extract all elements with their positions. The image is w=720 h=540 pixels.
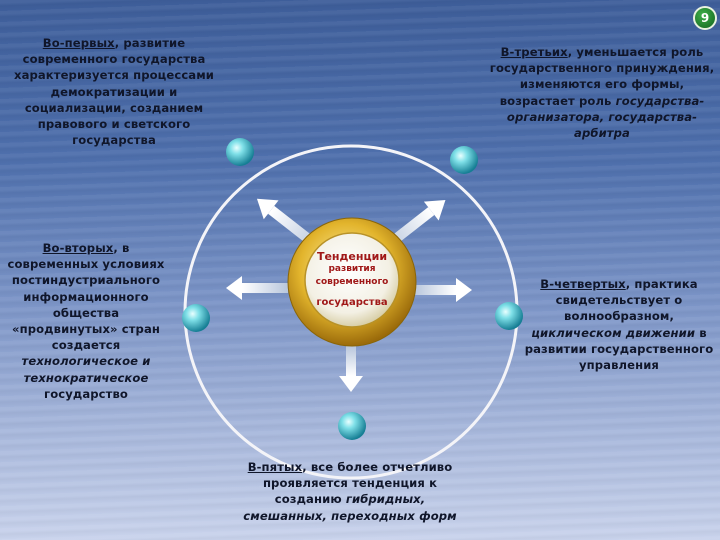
node-ball-third (450, 146, 478, 174)
node-ball-first (226, 138, 254, 166)
block-fifth: В-пятых, все более отчетливо проявляется… (236, 459, 464, 524)
block-fourth-lead: В-четвертых (540, 277, 626, 291)
block-third-italic: государства-организатора, государства-ар… (506, 93, 705, 141)
node-ball-fourth (495, 302, 523, 330)
block-second: Во-вторых, в современных условиях постин… (2, 240, 170, 402)
node-ball-second (182, 304, 210, 332)
block-fifth-text: , все более отчетливо проявляется тенден… (262, 460, 453, 507)
block-second-text-end: государство (44, 386, 128, 401)
block-third-lead: В-третьих (500, 45, 568, 59)
arrow-left (226, 276, 288, 300)
block-second-lead: Во-вторых (42, 241, 114, 255)
arrow-down (339, 346, 363, 392)
arrow-right (414, 278, 472, 302)
block-first-text: , развитие современного государства хара… (13, 36, 215, 148)
center-line1: Тенденции (316, 250, 388, 263)
center-line4: государства (316, 297, 388, 308)
block-fifth-italic: гибридных, смешанных, переходных форм (243, 492, 457, 523)
block-first-lead: Во-первых (42, 36, 115, 50)
block-third: В-третьих, уменьшается роль государствен… (486, 44, 718, 141)
center-line3: современного (315, 277, 389, 287)
block-second-italic: технологическое и технократическое (21, 354, 151, 385)
center-title: Тенденции развития современного государс… (302, 250, 402, 309)
center-line2: развития (328, 264, 376, 274)
block-fifth-lead: В-пятых (247, 460, 303, 474)
block-second-text: , в современных условиях постиндустриаль… (7, 241, 165, 353)
block-fourth-text-end: в развитии государственного управления (524, 325, 714, 373)
block-first: Во-первых, развитие современного государ… (8, 35, 220, 148)
node-ball-fifth (338, 412, 366, 440)
block-fourth: В-четвертых, практика свидетельствует о … (520, 276, 718, 373)
slide-number-badge: 9 (693, 6, 717, 30)
block-third-text: , уменьшается роль государственного прин… (489, 45, 715, 108)
block-fourth-italic: циклическом движении (531, 325, 696, 340)
center-inner-disc (304, 232, 400, 328)
block-fourth-text: , практика свидетельствует о волнообразн… (555, 277, 698, 324)
